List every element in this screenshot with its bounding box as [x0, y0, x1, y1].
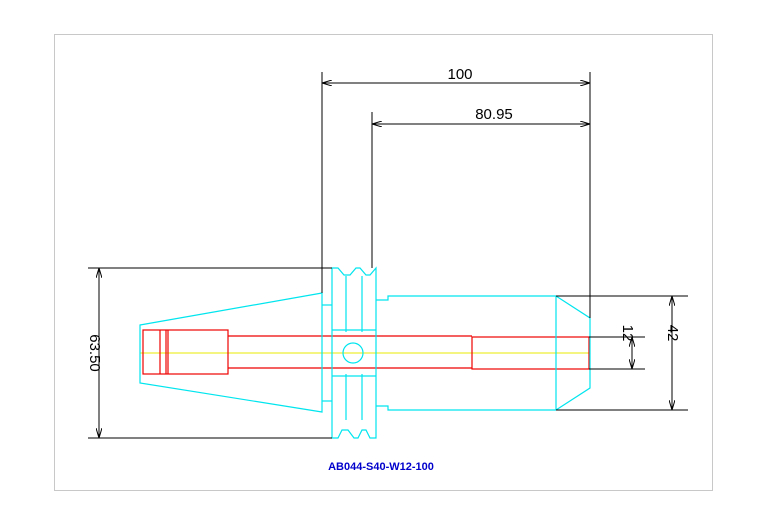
bore-outline	[142, 329, 590, 375]
dim-body-length: 80.95	[475, 106, 513, 123]
part-number-label: AB044-S40-W12-100	[328, 461, 434, 473]
dim-bore-diameter: 12	[619, 325, 636, 342]
drawing-frame	[54, 34, 713, 491]
dim-overall-length: 100	[447, 66, 472, 83]
dimension-lines	[88, 72, 688, 439]
holder-outline	[139, 266, 591, 439]
dim-body-diameter: 42	[664, 325, 681, 342]
dim-flange-height: 63.50	[86, 334, 103, 372]
